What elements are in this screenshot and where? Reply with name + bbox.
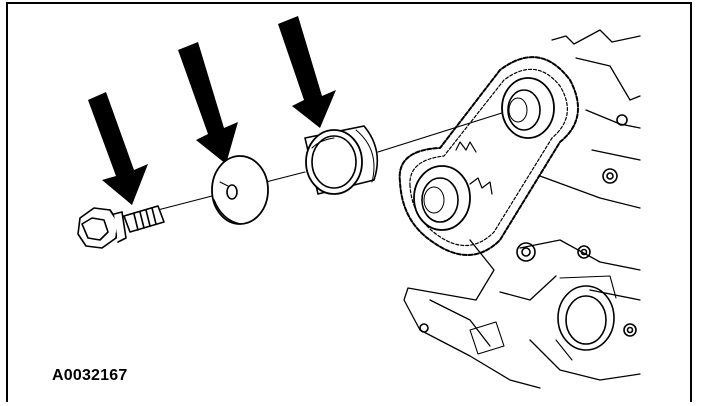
block-boss [616,114,628,126]
figure-id-label: A0032167 [52,367,128,384]
bolt-flange [113,211,127,243]
assembly-axis-line [149,111,506,213]
upper-cam-sprocket [501,77,555,139]
washer-hole [226,184,238,200]
bolt-shank [123,205,165,233]
lower-cam-sprocket [413,165,471,231]
gear-teeth [455,141,493,195]
callout-arrow-spacer [278,16,336,128]
bolt [77,205,165,249]
engine-assembly [398,29,641,389]
washer [211,155,269,225]
bolt-thread [133,207,157,231]
block-boss [623,323,637,337]
callout-arrow-washer [178,42,238,164]
block-boss [516,242,536,262]
callout-arrow-bolt [88,92,148,205]
diagram-frame [6,2,692,402]
block-boss [577,245,591,259]
block-boss [419,323,429,333]
spacer-bushing [304,125,379,195]
block-boss [602,168,618,184]
timing-chain [398,56,579,256]
lower-bore [557,285,615,351]
